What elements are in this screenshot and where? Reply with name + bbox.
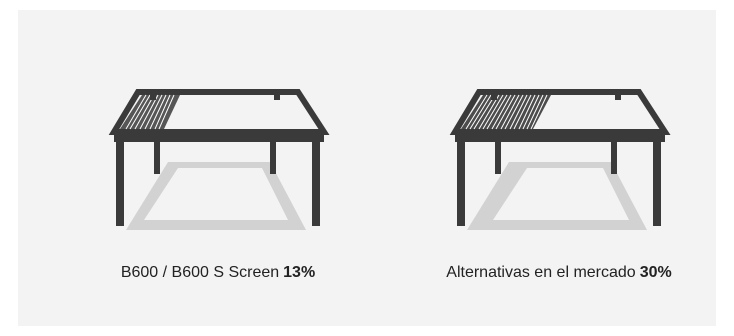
- leg-front-left: [457, 140, 465, 226]
- pergola-illustration-b600: [98, 80, 338, 250]
- front-beam: [455, 130, 665, 142]
- caption-alternatives-text: Alternativas en el mercado: [446, 264, 636, 281]
- leg-front-right: [312, 140, 320, 226]
- shadow-inner: [144, 168, 288, 220]
- pergola-b600-svg: [108, 89, 330, 230]
- pergola-illustration-alternatives: [439, 80, 679, 250]
- leg-back-right: [611, 132, 617, 174]
- caption-b600-text: B600 / B600 S Screen: [120, 264, 280, 281]
- leg-back-left: [154, 132, 160, 174]
- shadow-inner: [493, 168, 629, 220]
- caption-alternatives-value: 30%: [639, 264, 672, 281]
- pergola-alternatives-svg: [449, 89, 671, 230]
- caption-b600-value: 13%: [283, 264, 316, 281]
- leg-back-right: [270, 132, 276, 174]
- leg-front-left: [116, 140, 124, 226]
- front-beam: [114, 130, 324, 142]
- leg-front-right: [653, 140, 661, 226]
- lamella-area: [120, 94, 180, 130]
- lamella-area: [461, 94, 551, 130]
- leg-back-left: [495, 132, 501, 174]
